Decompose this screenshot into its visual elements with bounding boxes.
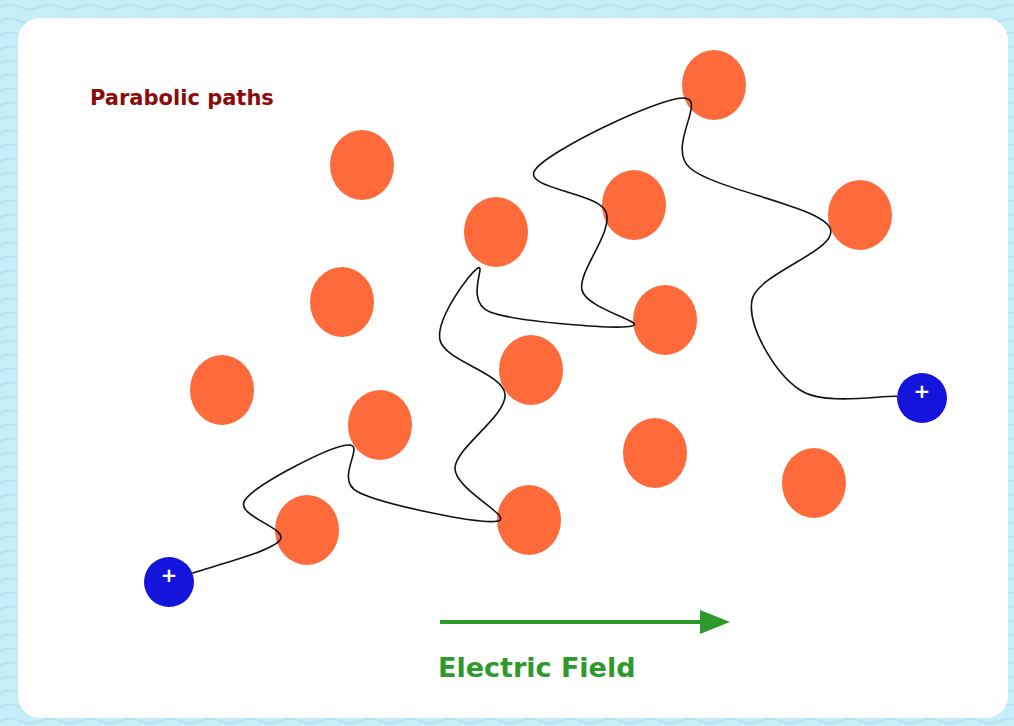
ion-circle: +	[897, 373, 947, 423]
atom	[633, 285, 697, 355]
atoms	[190, 50, 892, 565]
parabolic-path	[192, 98, 897, 573]
field-arrow-head	[700, 610, 730, 634]
field-label: Electric Field	[438, 652, 636, 683]
atom	[275, 495, 339, 565]
atom	[330, 130, 394, 200]
atom	[497, 485, 561, 555]
panel	[18, 18, 1008, 718]
atom	[348, 390, 412, 460]
atom	[499, 335, 563, 405]
atom	[190, 355, 254, 425]
ion-circle: +	[144, 557, 194, 607]
atom	[602, 170, 666, 240]
atom	[828, 180, 892, 250]
atom	[310, 267, 374, 337]
heading-label: Parabolic paths	[90, 86, 274, 110]
charge-sign: +	[897, 373, 947, 409]
field-arrow-shaft	[440, 620, 702, 624]
charge-sign: +	[144, 557, 194, 593]
atom	[782, 448, 846, 518]
atom	[623, 418, 687, 488]
atom	[464, 197, 528, 267]
